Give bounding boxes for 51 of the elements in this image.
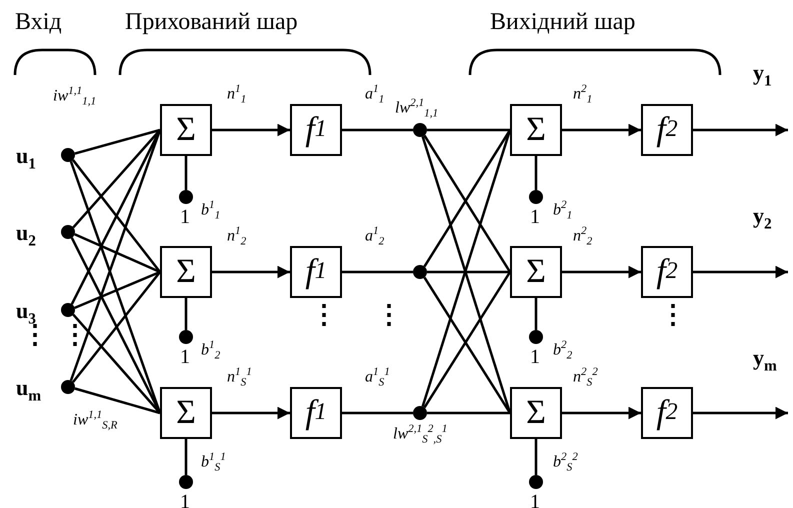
arrow <box>212 124 290 136</box>
connector <box>427 270 510 274</box>
summation-block: Σ <box>160 387 212 439</box>
connector <box>74 270 160 309</box>
connector <box>74 233 160 274</box>
connector <box>72 271 161 383</box>
arrow <box>562 406 641 420</box>
node-label: 1 <box>530 492 540 508</box>
arrow <box>212 266 290 278</box>
summation-block: Σ <box>160 104 212 156</box>
connector <box>342 270 413 274</box>
connector <box>184 156 188 190</box>
connector <box>534 298 538 330</box>
connector <box>184 439 188 475</box>
ellipsis-mark: ⋮ <box>62 322 88 348</box>
connector <box>72 314 161 414</box>
connector <box>72 159 161 273</box>
node-label: 1 <box>180 207 190 227</box>
connector <box>534 439 538 475</box>
summation-block: Σ <box>510 387 562 439</box>
node-label: u$_{2}$ <box>16 222 36 249</box>
connector <box>534 156 538 190</box>
ellipsis-mark: ⋮ <box>311 302 337 328</box>
connector <box>74 128 160 155</box>
summation-block: Σ <box>510 104 562 156</box>
connector <box>184 298 188 330</box>
arrow <box>693 124 788 136</box>
summation-block: Σ <box>510 246 562 298</box>
layer-heading: Вхід <box>15 10 62 34</box>
ellipsis-mark: ⋮ <box>660 302 686 328</box>
node-label: 1 <box>180 492 190 508</box>
arrow <box>562 266 641 278</box>
connector <box>427 128 510 132</box>
layer-heading: Вихідний шар <box>490 10 636 34</box>
node-label: 1 <box>530 207 540 227</box>
connector <box>427 412 510 414</box>
connector <box>72 129 161 228</box>
node-label: 1 <box>180 347 190 367</box>
arrow <box>693 266 788 278</box>
node-label: u$_{1}$ <box>16 145 36 172</box>
arrow <box>562 124 641 136</box>
ellipsis-mark: ⋮ <box>376 302 402 328</box>
node-label: u$_{m}$ <box>16 377 42 404</box>
summation-block: Σ <box>160 246 212 298</box>
connector <box>342 412 413 414</box>
connector <box>74 387 160 414</box>
node-label: 1 <box>530 347 540 367</box>
arrow <box>212 406 290 420</box>
arrow <box>693 406 788 420</box>
layer-heading: Прихований шар <box>125 10 298 34</box>
connector <box>342 128 413 132</box>
